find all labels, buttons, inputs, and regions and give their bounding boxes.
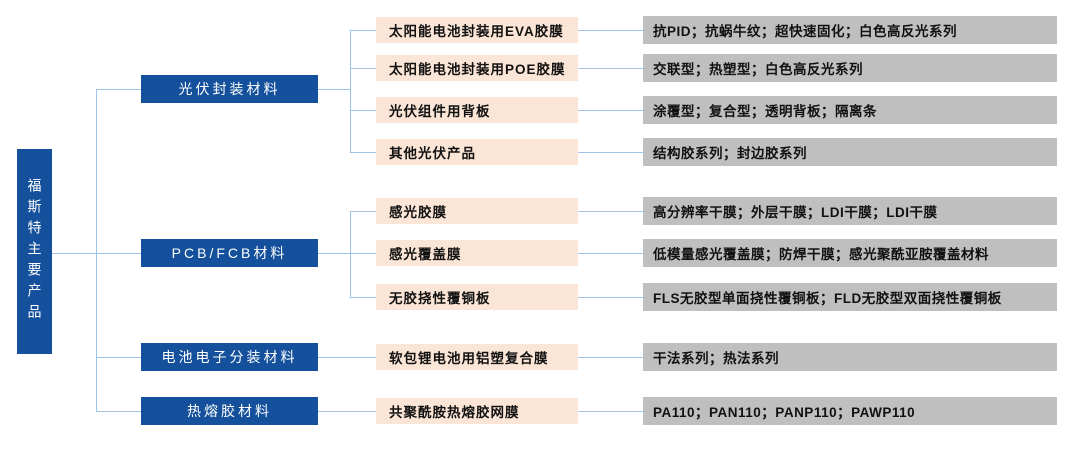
product-node-backsheet: 光伏组件用背板: [376, 97, 578, 123]
detail-node-poe-series: 交联型；热塑型；白色高反光系列: [643, 54, 1057, 82]
detail-node-eva-series: 抗PID；抗蜗牛纹；超快速固化；白色高反光系列: [643, 16, 1057, 44]
connector-category1-out: [318, 89, 350, 90]
connector-product-detail-row6: [578, 253, 643, 254]
category-node-battery-electronics: 电池电子分装材料: [141, 343, 318, 371]
product-node-hot-melt-web: 共聚酰胺热熔胶网膜: [376, 398, 578, 424]
connector-group1-row2: [350, 68, 376, 69]
connector-group1-row3: [350, 110, 376, 111]
connector-group1-vertical: [350, 30, 351, 153]
connector-group1-row1: [350, 30, 376, 31]
connector-product-detail-row1: [578, 30, 643, 31]
connector-group2-vertical: [350, 211, 351, 298]
product-node-photosensitive-film: 感光胶膜: [376, 198, 578, 224]
detail-node-dry-film-series: 高分辨率干膜；外层干膜；LDI干膜；LDI干膜: [643, 197, 1057, 225]
product-node-coverlay: 感光覆盖膜: [376, 240, 578, 266]
connector-product-detail-row3: [578, 110, 643, 111]
root-node: 福斯特主要产品: [17, 149, 52, 354]
category-node-hot-melt: 热熔胶材料: [141, 397, 318, 425]
product-node-aluminum-plastic-film: 软包锂电池用铝塑复合膜: [376, 344, 578, 370]
category-node-pv-encapsulation: 光伏封装材料: [141, 75, 318, 103]
product-node-other-pv: 其他光伏产品: [376, 139, 578, 165]
connector-product-detail-row9: [578, 411, 643, 412]
product-node-adhesiveless-ccl: 无胶挠性覆铜板: [376, 284, 578, 310]
connector-product-detail-row8: [578, 357, 643, 358]
connector-group2-row3: [350, 297, 376, 298]
connector-product-detail-row2: [578, 68, 643, 69]
connector-product-detail-row5: [578, 211, 643, 212]
detail-node-other-pv-series: 结构胶系列；封边胶系列: [643, 138, 1057, 166]
detail-node-backsheet-series: 涂覆型；复合型；透明背板；隔离条: [643, 96, 1057, 124]
connector-product-detail-row7: [578, 297, 643, 298]
connector-group2-row2: [350, 253, 376, 254]
connector-category2-out: [318, 253, 350, 254]
detail-node-coverlay-series: 低模量感光覆盖膜；防焊干膜；感光聚酰亚胺覆盖材料: [643, 239, 1057, 267]
detail-node-battery-film-series: 干法系列；热法系列: [643, 343, 1057, 371]
connector-trunk-to-category-1: [96, 89, 141, 90]
connector-root-to-trunk: [52, 253, 96, 254]
product-node-eva-film: 太阳能电池封装用EVA胶膜: [376, 17, 578, 43]
connector-group2-row1: [350, 211, 376, 212]
connector-trunk-to-category-3: [96, 357, 141, 358]
detail-node-hot-melt-series: PA110；PAN110；PANP110；PAWP110: [643, 397, 1057, 425]
connector-trunk: [96, 89, 97, 412]
connector-product-detail-row4: [578, 152, 643, 153]
connector-trunk-to-category-2: [96, 253, 141, 254]
detail-node-ccl-series: FLS无胶型单面挠性覆铜板；FLD无胶型双面挠性覆铜板: [643, 283, 1057, 311]
connector-category3-to-product: [318, 357, 376, 358]
connector-trunk-to-category-4: [96, 411, 141, 412]
connector-category4-to-product: [318, 411, 376, 412]
product-node-poe-film: 太阳能电池封装用POE胶膜: [376, 55, 578, 81]
category-node-pcb-fcb: PCB/FCB材料: [141, 239, 318, 267]
connector-group1-row4: [350, 152, 376, 153]
